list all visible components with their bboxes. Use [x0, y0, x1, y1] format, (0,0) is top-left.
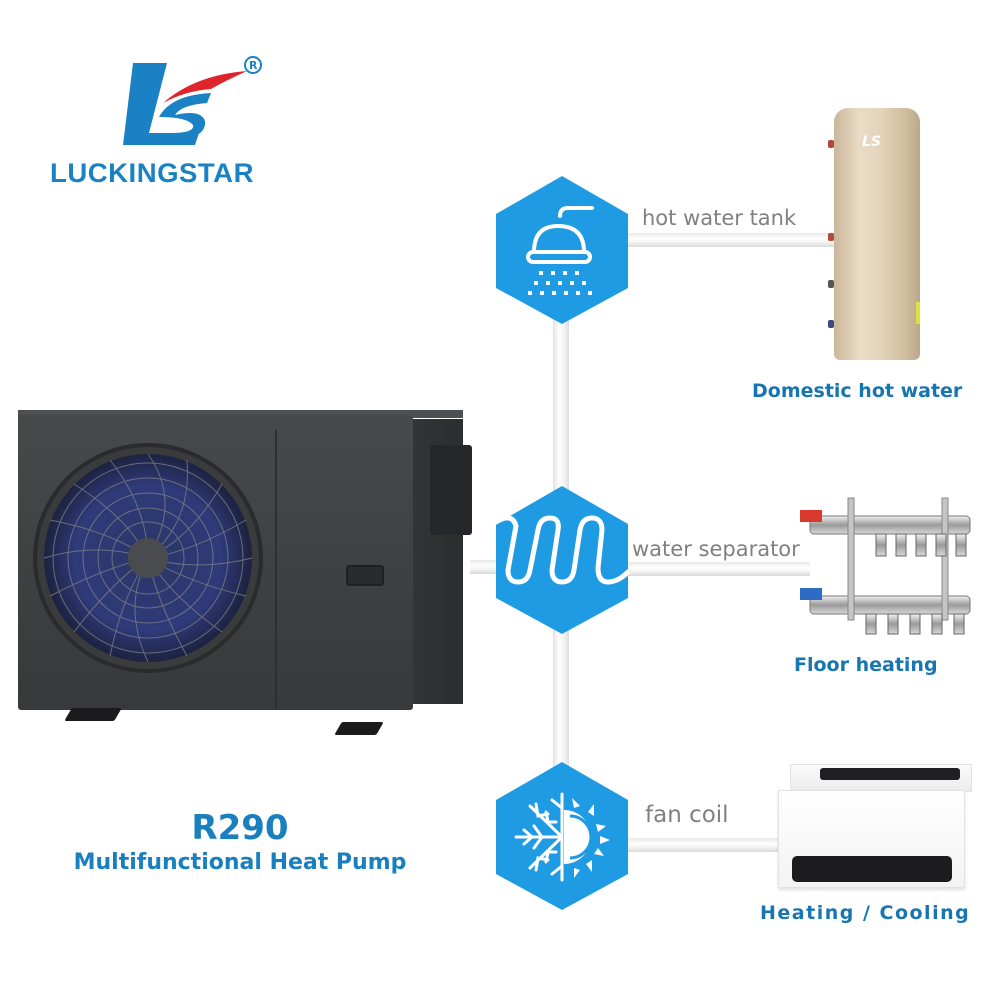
fan-coil-grill — [792, 856, 952, 882]
caption-floor-heating: Floor heating — [794, 654, 938, 676]
tank-fitting — [828, 320, 834, 328]
product-subtitle: Multifunctional Heat Pump — [73, 850, 407, 875]
heat-pump-foot — [334, 722, 384, 735]
heat-pump-handle — [346, 565, 384, 586]
product-title: R290 — [191, 808, 289, 848]
vertical-pipe-upper — [553, 300, 569, 520]
caption-domestic-hot-water: Domestic hot water — [752, 380, 963, 402]
fan-icon — [32, 442, 264, 674]
registered-mark: R — [249, 59, 258, 72]
tank-fitting — [828, 140, 834, 148]
brand-logo-mark: R — [115, 55, 265, 155]
heat-pump-top — [18, 410, 463, 418]
tank-logo: LS — [862, 134, 882, 150]
pipe-to-manifold — [610, 562, 810, 576]
shower-icon — [494, 174, 630, 326]
pipe-to-fan-coil — [610, 838, 780, 852]
connector-label-water-separator: water separator — [632, 537, 800, 561]
water-manifold-image — [800, 486, 980, 636]
fan-coil-top-grill — [820, 768, 960, 780]
connector-label-hot-water-tank: hot water tank — [642, 206, 797, 230]
pipe-to-tank — [600, 233, 836, 247]
connector-label-fan-coil: fan coil — [645, 802, 729, 828]
tank-fitting — [828, 280, 834, 288]
caption-heating-cooling: Heating / Cooling — [760, 902, 971, 924]
hot-water-tank-image — [834, 108, 920, 360]
tank-sticker — [916, 302, 920, 324]
heat-pump-junction-box — [430, 445, 472, 535]
heat-pump-panel-divider — [275, 430, 277, 710]
vertical-pipe-lower — [553, 600, 569, 810]
tank-fitting — [828, 233, 834, 241]
heat-pump-foot — [64, 708, 122, 721]
brand-name: LUCKINGSTAR — [50, 158, 254, 188]
snowflake-sun-icon — [494, 760, 630, 912]
floor-heating-coil-icon — [493, 484, 631, 636]
